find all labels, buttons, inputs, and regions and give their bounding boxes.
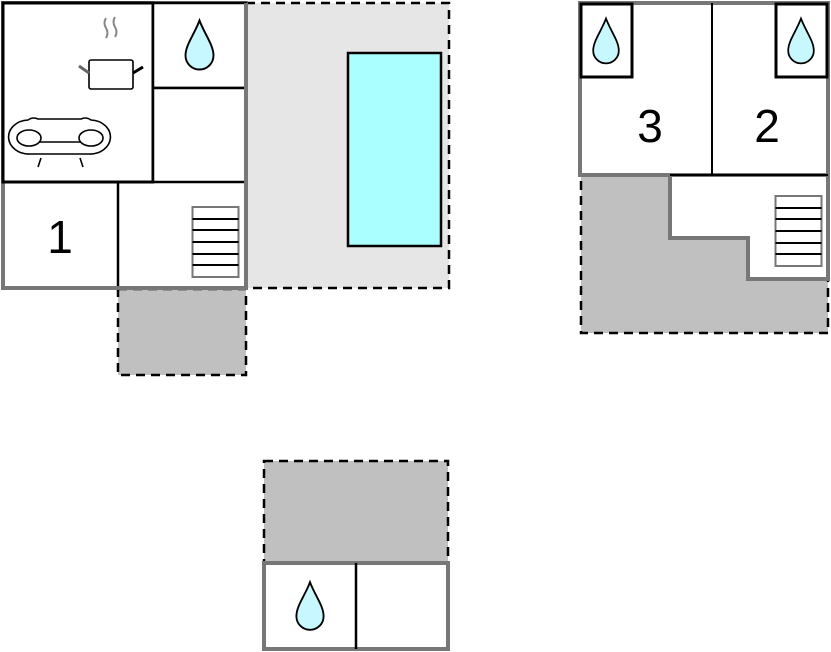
bottom-terrace bbox=[262, 459, 450, 565]
main-building: 1 bbox=[1, 1, 248, 290]
stairs-icon bbox=[774, 195, 823, 267]
sofa-icon bbox=[7, 117, 112, 168]
bottom-building bbox=[262, 459, 450, 651]
pool bbox=[346, 51, 443, 248]
pool-terrace bbox=[244, 1, 451, 290]
kitchen-pot-icon bbox=[78, 16, 144, 90]
room-label-1: 1 bbox=[47, 211, 73, 263]
living-kitchen bbox=[1, 1, 155, 184]
storage-room bbox=[151, 86, 248, 184]
room-label-3: 3 bbox=[637, 100, 663, 152]
right-building: 3 2 bbox=[578, 1, 830, 335]
lower-terrace bbox=[116, 287, 248, 377]
room-label-2: 2 bbox=[754, 100, 780, 152]
stairs-icon bbox=[191, 206, 240, 278]
